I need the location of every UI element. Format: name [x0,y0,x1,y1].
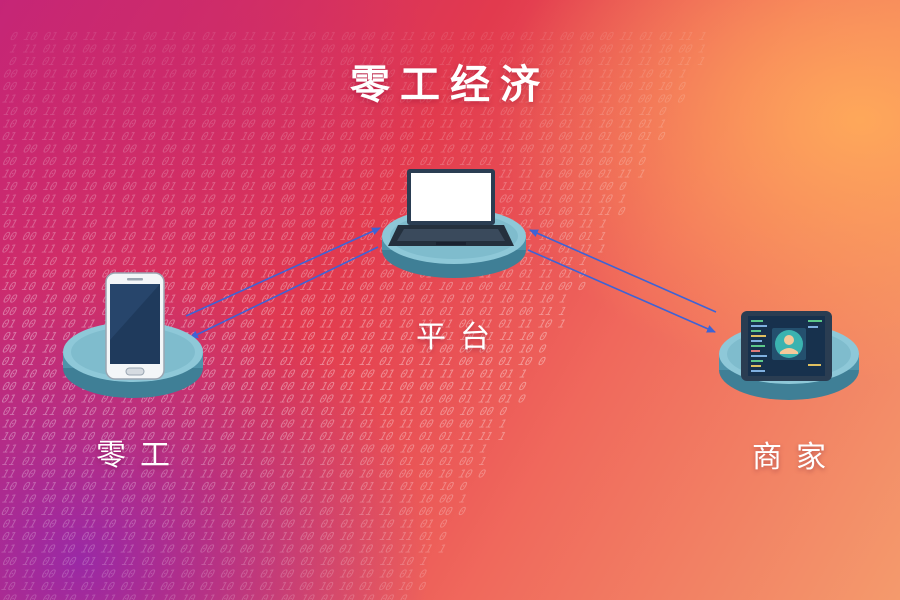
svg-text:1 10 11 11 00 01 00 11 11 00 1: 1 10 11 11 00 01 00 11 11 00 11 00 01 11… [0,142,650,155]
arrow-platform-to-worker [189,246,379,339]
node-merchant [719,311,859,400]
svg-text:1 11 01 01 00 01 10 10 00 01 0: 1 11 01 01 00 01 10 10 00 01 01 00 10 11… [7,42,709,55]
svg-text:1 10 01 01 01 00 01 10 01 10 0: 1 10 01 01 01 00 01 10 01 10 00 10 01 01… [0,505,469,518]
smartphone-icon [105,272,165,380]
platform-label: 平台 [416,320,504,355]
svg-text:0 01 10 01 11 10 11 11 00 00 1: 0 01 10 01 11 10 11 11 00 00 11 10 00 00… [0,117,669,130]
svg-text:0 11 01 11 11 00 11 00 01 10 1: 0 11 01 11 11 00 11 00 01 10 11 01 00 01… [6,55,708,68]
svg-text:1 00 11 01 00 00 01 11 00 10 0: 1 00 11 01 00 00 01 11 00 10 00 01 00 11… [0,542,449,555]
svg-text:1 10 00 01 01 01 01 01 01 00 1: 1 10 00 01 01 01 01 01 01 00 11 10 10 01… [0,517,450,530]
svg-text:1 11 01 00 11 11 00 01 01 10 1: 1 11 01 00 11 11 00 01 01 10 10 00 10 11… [0,567,430,580]
svg-text:0 10 01 10 11 11 11 00 11 01 0: 0 10 01 10 11 11 11 00 11 01 01 10 11 11… [7,30,709,43]
svg-text:1 01 01 11 00 10 00 11 01 10 1: 1 01 01 11 00 10 00 11 01 10 10 01 11 10… [0,492,470,505]
worker-label: 零工 [96,438,184,473]
svg-text:0 10 10 11 10 11 11 01 00 10 0: 0 10 10 11 10 11 11 01 00 10 01 11 11 11… [0,442,490,455]
svg-text:0 00 11 11 10 01 01 11 11 01 1: 0 00 11 11 10 01 01 11 11 01 11 01 00 01… [0,80,689,93]
tablet-icon [741,311,832,381]
code-lines-icon [751,320,767,372]
node-worker [63,272,203,398]
laptop-icon [388,169,514,246]
arrow-merchant-to-platform [529,229,717,313]
svg-text:0 00 01 10 01 10 00 10 00 10 0: 0 00 01 10 01 10 00 10 00 10 00 00 10 01… [0,480,470,493]
svg-text:1 00 00 01 10 01 00 10 10 10 1: 1 00 00 01 10 01 00 10 10 10 10 10 00 01… [0,530,450,543]
svg-text:0 10 10 00 10 01 11 01 10 11 0: 0 10 10 00 10 01 11 01 10 11 01 10 11 00… [0,405,510,418]
svg-text:0 00 00 01 10 00 10 01 01 10 0: 0 00 00 01 10 00 10 01 01 10 00 01 10 11… [0,67,690,80]
svg-text:1 11 00 11 11 11 10 01 10 10 1: 1 11 00 11 11 11 10 01 10 10 10 11 01 00… [0,455,489,468]
node-platform [382,169,526,278]
svg-text:0 11 00 11 01 01 00 11 11 10 1: 0 11 00 11 01 01 00 11 11 10 10 11 00 11… [0,417,509,430]
connection-worker-platform [185,227,381,339]
svg-text:0 00 00 01 11 01 01 01 00 10 1: 0 00 00 01 11 01 01 01 00 10 11 11 00 00… [0,467,489,480]
svg-text:1 10 01 11 11 01 11 11 01 10 0: 1 10 01 11 11 01 11 11 01 10 01 11 01 11… [0,130,668,143]
svg-text:0 00 10 00 11 01 00 11 01 01 0: 0 00 10 00 11 01 00 11 01 01 00 01 10 11… [0,105,670,118]
svg-text:1 11 01 01 01 11 01 11 01 11 1: 1 11 01 01 01 11 01 11 01 11 11 01 00 11… [0,92,688,105]
svg-text:0 10 00 00 10 00 10 01 11 10 0: 0 10 00 00 10 00 10 01 11 10 01 01 01 11… [0,155,649,168]
svg-text:1 01 00 01 11 00 00 11 01 00 1: 1 01 00 01 11 00 00 11 01 00 10 11 00 11… [0,580,429,593]
svg-text:1 11 00 01 01 00 10 11 00 11 1: 1 11 00 01 01 00 10 11 00 11 10 01 00 10… [0,430,509,443]
arrow-worker-to-platform [185,227,381,317]
svg-text:0 01 10 10 10 11 11 11 10 00 1: 0 01 10 10 10 11 11 11 10 00 11 11 10 01… [0,592,410,600]
user-avatar-icon [772,328,806,360]
connection-platform-merchant [527,229,717,333]
merchant-label: 商家 [752,440,840,475]
svg-text:1 00 01 00 00 00 01 00 01 10 1: 1 00 01 00 00 00 01 00 01 10 11 01 01 01… [0,555,430,568]
arrow-platform-to-merchant [527,249,716,333]
page-title: 零工经济 [350,62,550,108]
